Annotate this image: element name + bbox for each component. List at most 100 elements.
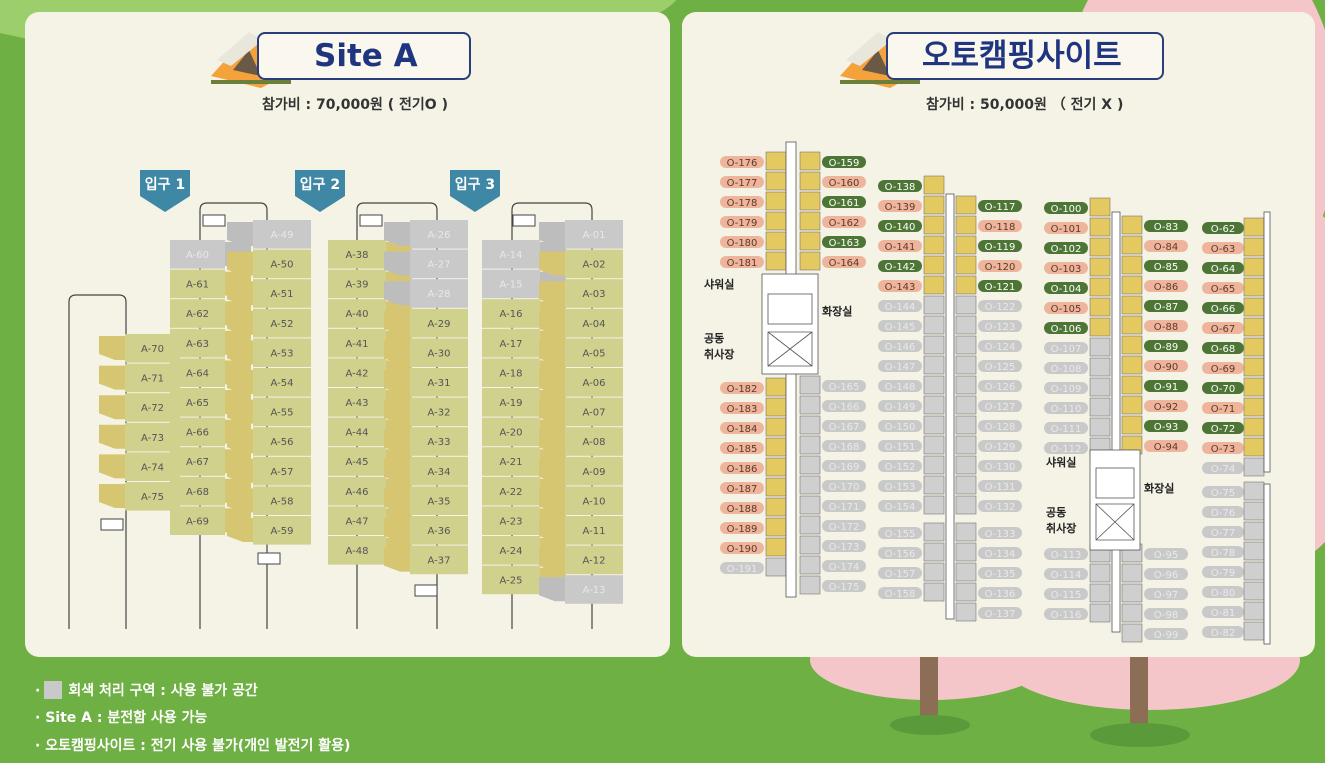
- site-slot: [328, 417, 386, 447]
- site-slot: [328, 476, 386, 506]
- site-label: O-158: [885, 589, 916, 600]
- site-label: A-49: [271, 230, 294, 241]
- parking-slot: [765, 457, 787, 477]
- facility-label: 화장실: [822, 304, 852, 318]
- parking-slot: [955, 542, 977, 562]
- site-pill: [1144, 220, 1188, 232]
- site-label: O-115: [1051, 590, 1082, 601]
- site-pill: [1044, 588, 1088, 600]
- site-tab: [384, 281, 410, 306]
- parking-slot: [923, 255, 945, 275]
- site-pill: [1202, 242, 1244, 254]
- site-label: O-127: [985, 402, 1016, 413]
- site-label: O-139: [885, 202, 916, 213]
- site-pill: [822, 560, 866, 572]
- site-label: O-160: [829, 178, 860, 189]
- site-label: O-130: [985, 462, 1016, 473]
- parking-slot: [923, 175, 945, 195]
- site-pill: [878, 280, 922, 292]
- site-label: O-124: [985, 342, 1016, 353]
- site-slot: [410, 368, 468, 397]
- site-label: O-100: [1051, 204, 1082, 215]
- parking-slot: [1089, 257, 1111, 277]
- utility-box: [512, 214, 536, 227]
- parking-slot: [955, 215, 977, 235]
- parking-slot: [1243, 337, 1265, 357]
- site-slot: [565, 545, 623, 575]
- site-label: O-66: [1211, 304, 1235, 315]
- site-tab: [227, 518, 253, 542]
- site-slot: [170, 506, 225, 535]
- site-label: O-95: [1154, 550, 1178, 561]
- site-label: O-157: [885, 569, 916, 580]
- site-slot: [410, 427, 468, 456]
- site-pill: [1044, 548, 1088, 560]
- site-label: A-61: [186, 280, 209, 291]
- site-label: O-69: [1211, 364, 1235, 375]
- entrance-marker: [295, 170, 345, 212]
- site-pill: [1202, 362, 1244, 374]
- site-pill: [720, 176, 764, 188]
- parking-slot: [1243, 297, 1265, 317]
- site-pill: [822, 520, 866, 532]
- site-label: O-172: [829, 522, 860, 533]
- site-tab: [227, 399, 253, 424]
- site-label: O-64: [1211, 264, 1235, 275]
- site-tab: [384, 429, 410, 454]
- site-pill: [1144, 628, 1188, 640]
- site-tab: [539, 458, 565, 483]
- site-pill: [720, 402, 764, 414]
- site-slot: [253, 368, 311, 397]
- site-pill: [1202, 322, 1244, 334]
- site-label: O-153: [885, 482, 916, 493]
- site-tab: [539, 518, 565, 542]
- site-label: A-36: [428, 526, 451, 537]
- site-pill: [1202, 282, 1244, 294]
- parking-slot: [1243, 581, 1265, 601]
- parking-slot: [955, 415, 977, 435]
- site-label: O-85: [1154, 262, 1178, 273]
- grey-swatch-icon: [44, 681, 63, 699]
- site-label: A-26: [428, 230, 451, 241]
- site-label: O-125: [985, 362, 1016, 373]
- parking-slot: [1089, 297, 1111, 317]
- parking-slot: [1089, 417, 1111, 437]
- site-slot: [410, 279, 468, 308]
- site-slot: [482, 358, 540, 387]
- site-label: O-118: [985, 222, 1016, 233]
- site-label: O-151: [885, 442, 916, 453]
- site-label: O-79: [1211, 568, 1235, 579]
- site-label: O-175: [829, 582, 860, 593]
- parking-slot: [955, 355, 977, 375]
- site-label: A-19: [500, 398, 523, 409]
- site-label: O-174: [829, 562, 860, 573]
- road-path: [356, 202, 438, 629]
- site-pill: [978, 220, 1022, 232]
- site-slot: [482, 328, 540, 358]
- site-tab: [539, 370, 565, 394]
- site-pill: [1202, 526, 1244, 538]
- site-pill: [720, 196, 764, 208]
- parking-slot: [1243, 481, 1265, 501]
- site-label: O-67: [1211, 324, 1235, 335]
- parking-slot: [1121, 375, 1143, 395]
- road-path: [199, 202, 268, 629]
- site-pill: [1202, 586, 1244, 598]
- parking-slot: [1243, 397, 1265, 417]
- site-pill: [878, 500, 922, 512]
- parking-slot: [765, 517, 787, 537]
- utility-box: [202, 214, 226, 227]
- site-pill: [878, 480, 922, 492]
- site-pill: [720, 442, 764, 454]
- parking-slot: [799, 415, 821, 435]
- site-tab: [539, 310, 565, 335]
- parking-slot: [1243, 417, 1265, 437]
- facility-label: 샤워실: [704, 277, 734, 291]
- site-label: O-182: [727, 384, 758, 395]
- site-slot: [565, 486, 623, 515]
- utility-box: [257, 552, 281, 565]
- auto-camping-title-box: [886, 32, 1164, 80]
- site-label: A-09: [583, 467, 606, 478]
- parking-slot: [923, 295, 945, 315]
- parking-slot: [955, 455, 977, 475]
